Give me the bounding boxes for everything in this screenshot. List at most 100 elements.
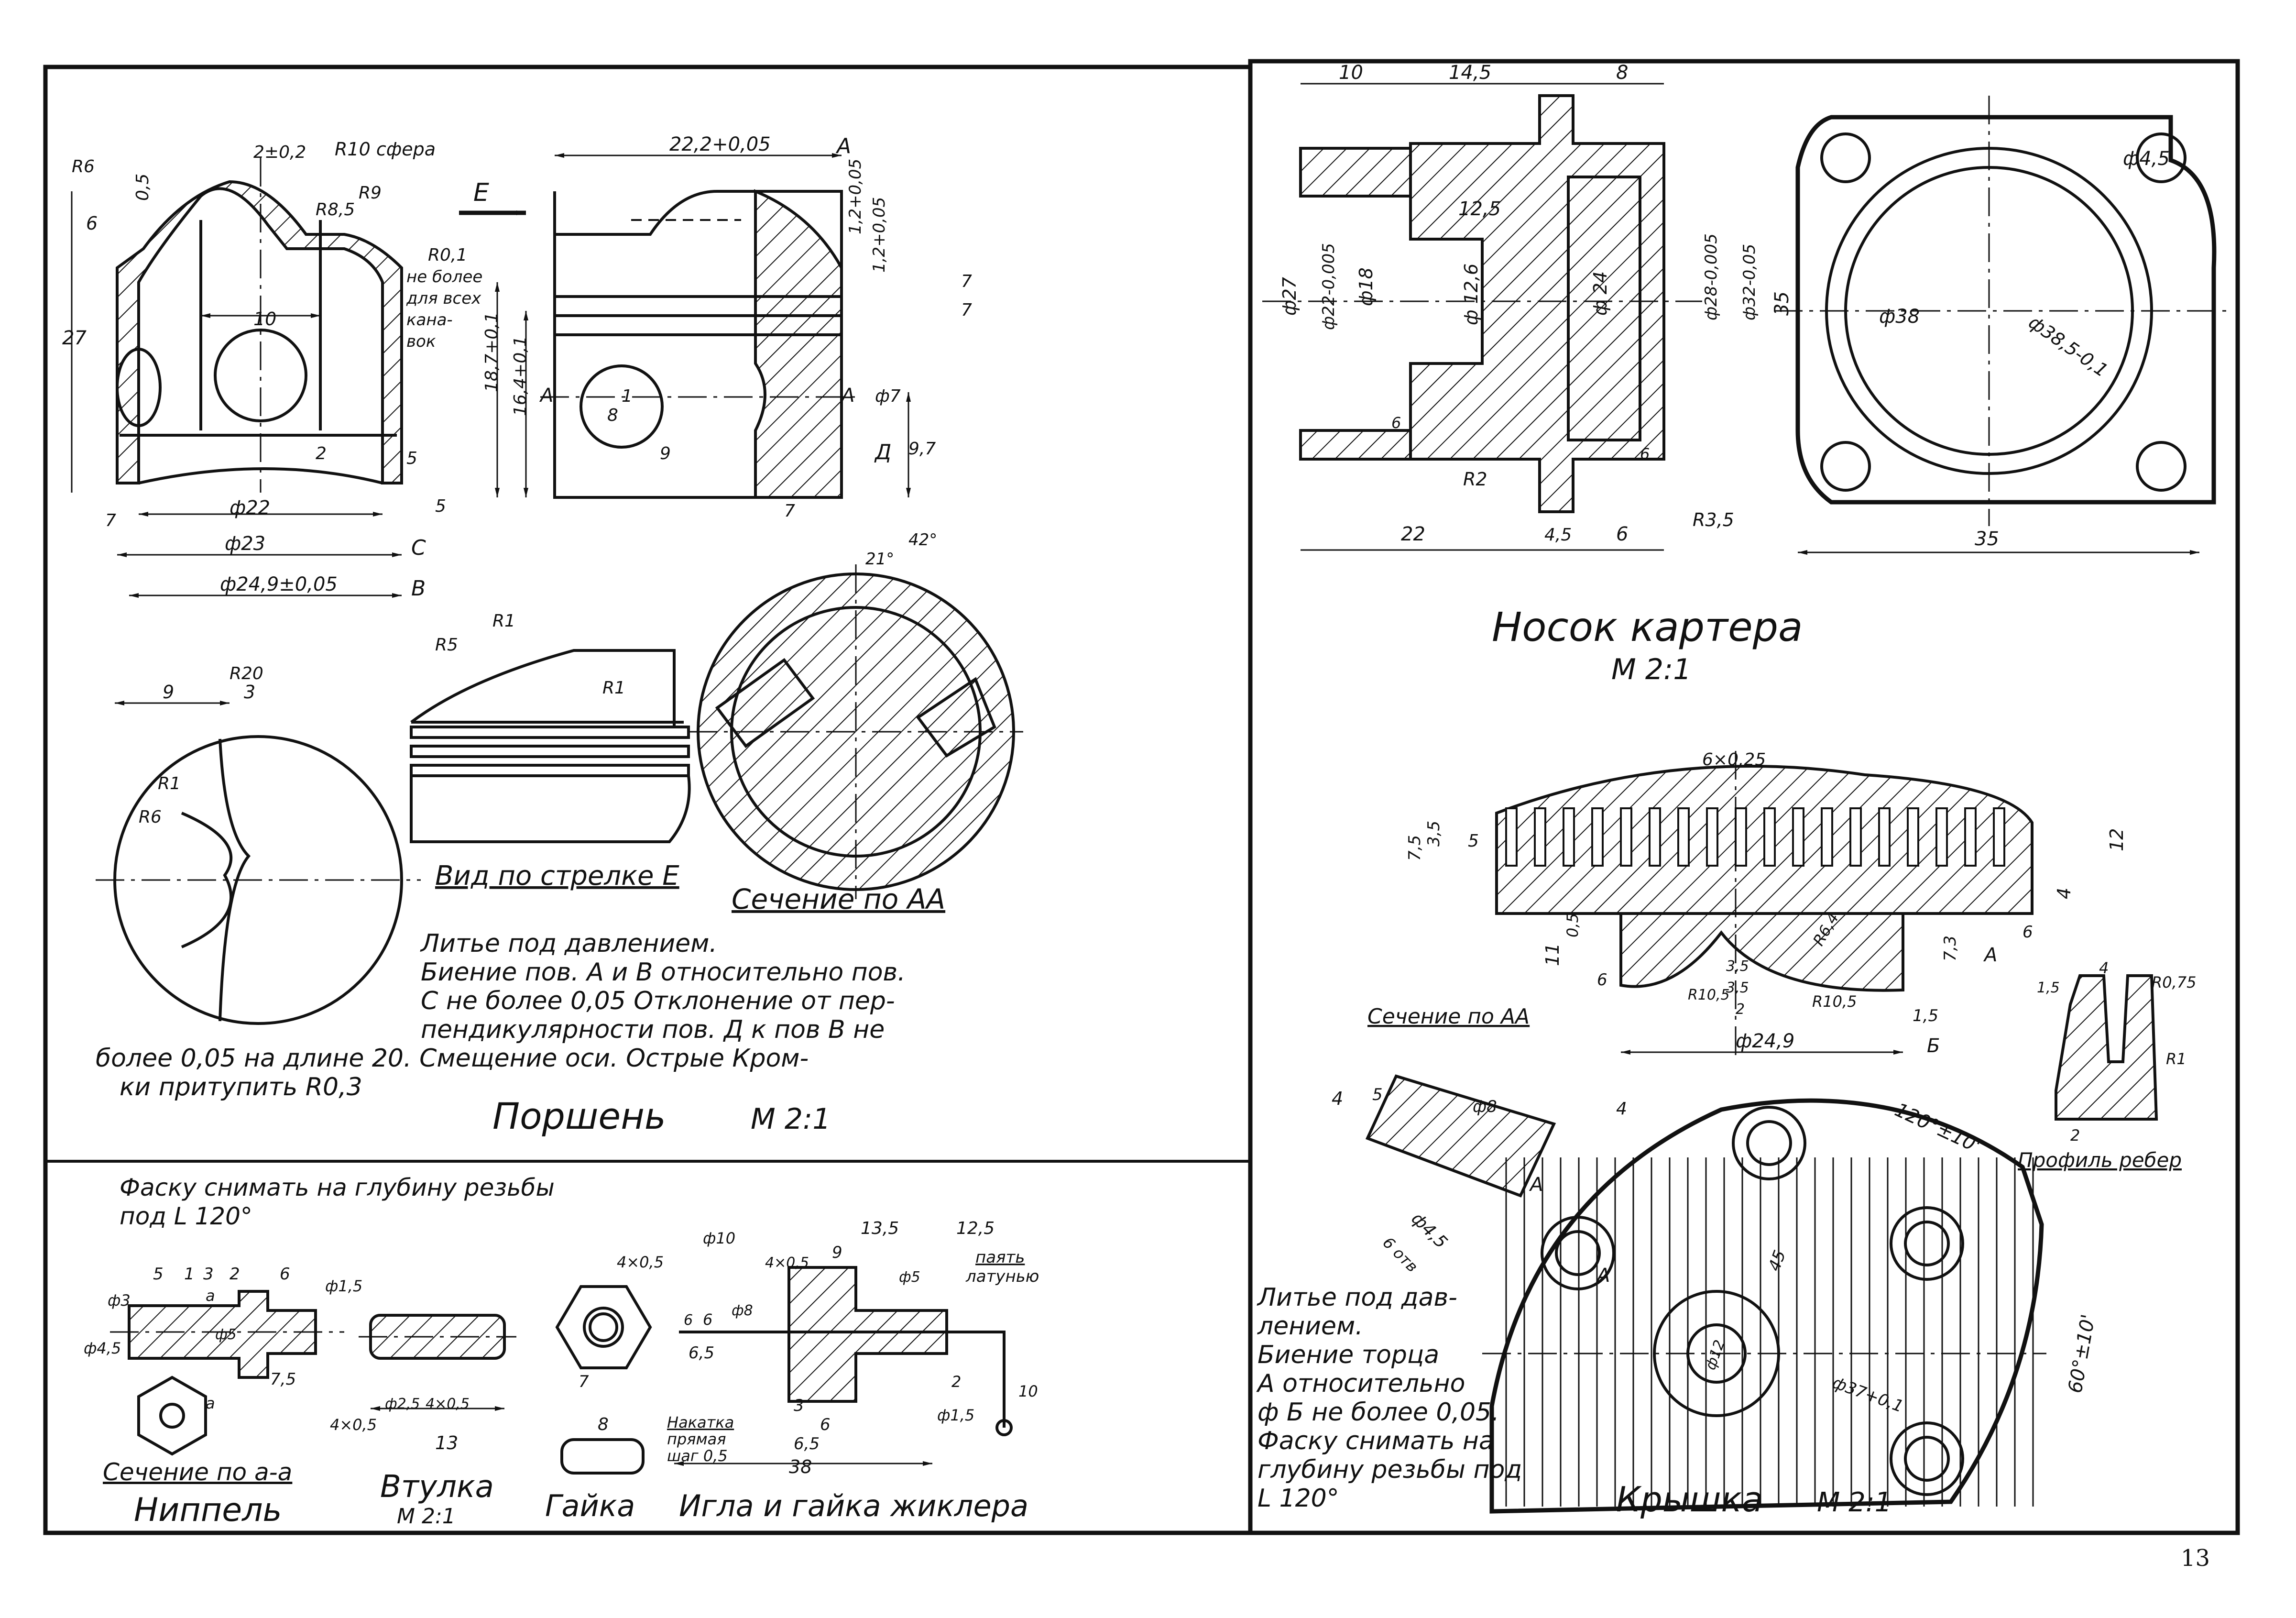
c-dim-6: 6: [1616, 523, 1628, 545]
cooling-fin: [1878, 807, 1891, 867]
j-dim-2: 2: [951, 1373, 961, 1391]
b-dim-phi25: ф2,5: [385, 1396, 420, 1412]
surface-c: C: [411, 536, 426, 560]
j-dim-65b: 6,5: [794, 1434, 820, 1453]
surface-d: Д: [874, 440, 891, 464]
cover-plan-view: [1482, 1098, 2046, 1514]
j-dim-6b: 6: [820, 1415, 831, 1434]
cv-dim-phi37: ф37+0,1: [1830, 1373, 1906, 1417]
dim-05: 0,5: [133, 174, 153, 201]
solder-note-2: латунью: [965, 1267, 1039, 1286]
c-dim-125: 12,5: [1458, 198, 1501, 220]
cover-note-7: глубину резьбы под: [1257, 1455, 1522, 1484]
cv-dim-35b: 3,5: [1726, 958, 1749, 975]
dim-164: 16,4+0,1: [511, 336, 530, 416]
cooling-fin: [1907, 807, 1919, 867]
groove-note-1: не более: [406, 267, 482, 286]
cv-rough-4: 4: [1616, 1099, 1627, 1119]
piston-section-view: [71, 158, 403, 598]
crankcase-scale: М 2:1: [1611, 653, 1691, 686]
dim-12b: 1,2+0,05: [870, 197, 889, 273]
dim-21: 21°: [865, 550, 894, 569]
cooling-fin: [1964, 807, 1977, 867]
nipple-section-caption: Сечение по а-а: [103, 1458, 292, 1486]
cooling-fin: [1505, 807, 1518, 867]
n-mark-a: a: [206, 1287, 215, 1305]
cv-dim-05: 0,5: [1563, 913, 1582, 937]
dim-10: 10: [253, 308, 276, 330]
dim-r85: R8,5: [316, 200, 355, 220]
cv-holes: 6 отв: [1379, 1233, 1421, 1276]
cv-rough-6: 6: [2023, 923, 2033, 942]
j-dim-phi15: ф1,5: [937, 1406, 974, 1424]
view-e-caption: Вид по стрелке Е: [435, 860, 679, 892]
c-dim-8: 8: [1616, 62, 1628, 84]
cv-dim-45: 45: [1765, 1248, 1790, 1274]
chamfer-note-1: Фаску снимать на глубину резьбы: [120, 1174, 555, 1201]
c-dim-22: 22: [1401, 523, 1425, 545]
cv-surface-a: A: [1983, 944, 1997, 966]
nut-drawing: [555, 1285, 652, 1475]
knurl-note-1: Накатка: [667, 1413, 734, 1431]
dim-27: 27: [62, 327, 87, 349]
cooling-fin: [1993, 807, 2005, 867]
surface-b: B: [411, 576, 426, 601]
dim-5: 5: [406, 449, 417, 468]
arrow-e-label: E: [473, 178, 489, 207]
piston-title: Поршень: [492, 1095, 666, 1137]
c-dim-phi126: ф 12,6: [1461, 264, 1482, 325]
dim-r1b: R1: [602, 678, 625, 698]
n-dim-75: 7,5: [270, 1370, 296, 1389]
cv-surface-b: Б: [1927, 1035, 1940, 1057]
page-number: 13: [2180, 1545, 2210, 1572]
section-a-left: A: [539, 385, 553, 407]
cooling-fin: [1706, 807, 1718, 867]
cv-rough-5: 5: [1468, 831, 1479, 851]
c-rough-6b: 6: [1640, 445, 1650, 463]
cv-dim-4b: 4: [2099, 959, 2109, 977]
cover-note-6: Фаску снимать на: [1257, 1427, 1494, 1455]
solder-note-1: паять: [975, 1248, 1025, 1267]
dim-2: 2±0,2: [253, 143, 306, 162]
cooling-fin: [1735, 807, 1747, 867]
cover-note-1: Литье под дав-: [1257, 1283, 1457, 1312]
j-dim-125: 12,5: [956, 1219, 995, 1238]
section-aa-caption: Сечение по АА: [732, 883, 945, 915]
cover-note-4: А относительно: [1256, 1369, 1465, 1398]
dim-222: 22,2+0,05: [669, 133, 771, 155]
c-dim-10: 10: [1339, 62, 1363, 84]
c-dim-phi22: ф22-0,005: [1319, 243, 1338, 330]
piston-note-6: ки притупить R0,3: [120, 1073, 362, 1101]
j-dim-9: 9: [832, 1243, 842, 1262]
j-dim-6: 6: [703, 1310, 712, 1329]
j-dim-3: 3: [794, 1396, 804, 1415]
cv-dim-73: 7,3: [1941, 936, 1960, 961]
nipple-caption: Ниппель: [134, 1491, 282, 1529]
cv-dim-phi249: ф24,9: [1736, 1030, 1794, 1052]
cv-rough-6b: 6: [1597, 970, 1607, 990]
cover-note-2: лением.: [1257, 1312, 1363, 1341]
dim-r10: R10 сфера: [335, 139, 436, 160]
piston-note-3: С не более 0,05 Отклонение от пер-: [421, 987, 895, 1015]
cv-dim-35: 3,5: [1424, 821, 1443, 847]
cooling-fin: [1849, 807, 1862, 867]
crankcase-nose-flange-view: [1774, 96, 2228, 555]
cv-dim-6x025: 6×0,25: [1702, 750, 1766, 770]
needle-drawing: [674, 1266, 1013, 1466]
cv-mark-a3: A: [1596, 1265, 1610, 1287]
c-dim-phi24: ф 24: [1590, 271, 1611, 316]
section-aa-detail: [689, 564, 1023, 899]
roughness-5: 5: [435, 496, 446, 516]
n-dim-2: 2: [230, 1265, 240, 1284]
cv-dim-12: 12: [2106, 828, 2127, 851]
cover-rib-detail: [1365, 1074, 1556, 1198]
c-dim-phi32: ф32-0,05: [1740, 244, 1759, 320]
cover-rib-caption: Профиль ребер: [2018, 1148, 2182, 1172]
dim-phi23: ф23: [225, 533, 265, 555]
dim-phi7: ф7: [875, 386, 901, 406]
dim-42: 42°: [908, 530, 937, 550]
roughness-7a: 7: [961, 272, 972, 291]
j-dim-phi10: ф10: [703, 1229, 735, 1247]
n-dim-phi45: ф4,5: [84, 1339, 121, 1357]
